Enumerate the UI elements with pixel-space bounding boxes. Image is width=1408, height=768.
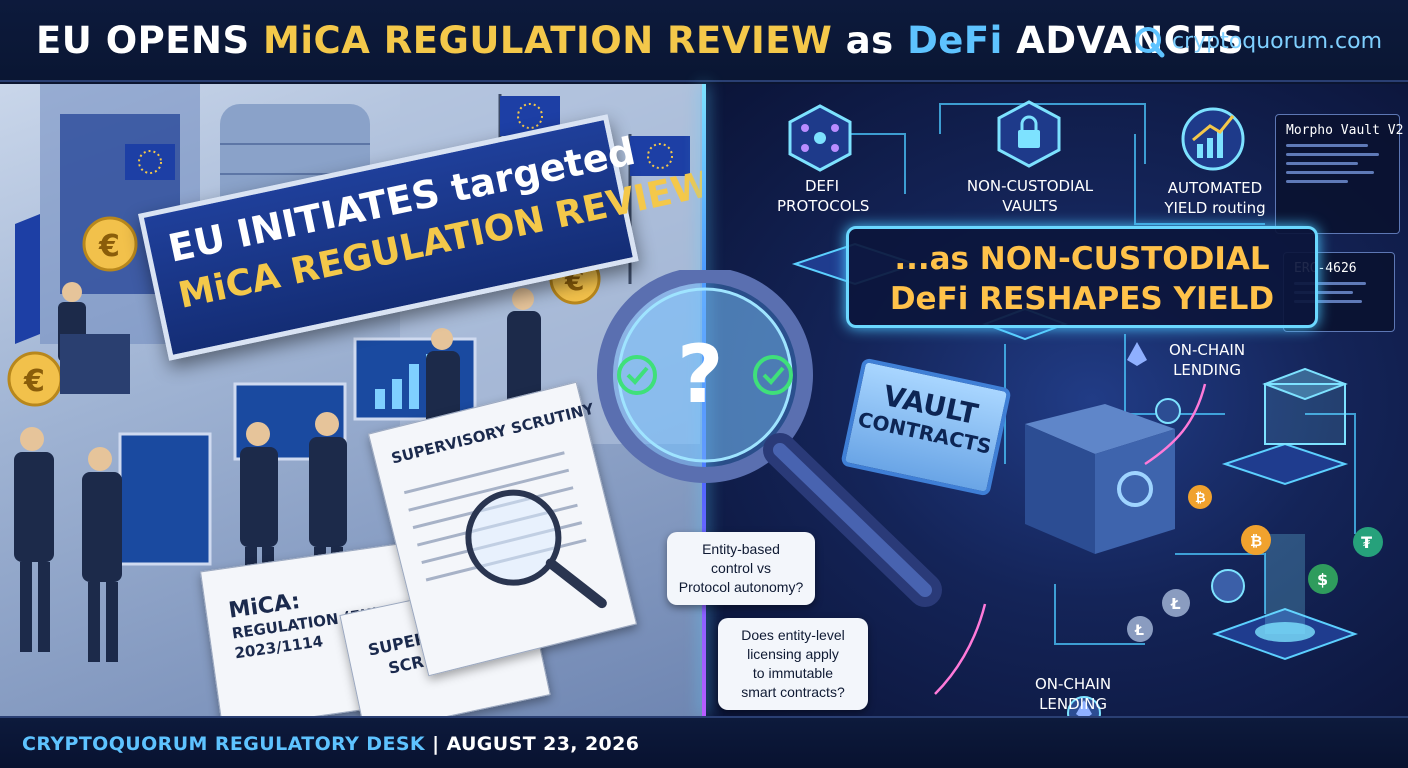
footer-bar: CRYPTOQUORUM REGULATORY DESK | AUGUST 23… bbox=[0, 716, 1408, 768]
headline-part4: DeFi bbox=[907, 19, 1003, 62]
growth-chart-icon bbox=[1181, 107, 1245, 171]
footer-separator: | bbox=[425, 733, 447, 755]
licensing-question-bubble: Does entity-level licensing apply to imm… bbox=[718, 618, 868, 710]
node2-line1: NON-CUSTODIAL bbox=[966, 177, 1094, 195]
dollar-icon: $ bbox=[1308, 564, 1338, 594]
brand[interactable]: cryptoquorum.com bbox=[1132, 24, 1382, 58]
bitcoin-icon: ₿ ₿ bbox=[1188, 485, 1271, 555]
svg-text:€: € bbox=[23, 364, 45, 399]
lending-bottom-line2: LENDING bbox=[1039, 695, 1107, 713]
node-defi-protocols[interactable]: DEFI PROTOCOLS bbox=[777, 176, 870, 216]
node3-line2: YIELD routing bbox=[1164, 199, 1266, 217]
headline-part1: EU OPENS bbox=[36, 19, 264, 62]
svg-text:?: ? bbox=[677, 328, 723, 421]
autonomy-question-bubble: Entity-based control vs Protocol autonom… bbox=[667, 532, 815, 605]
headline: EU OPENS MiCA REGULATION REVIEW as DeFi … bbox=[36, 19, 1244, 62]
svg-text:₮: ₮ bbox=[1361, 533, 1372, 552]
bubble1-line1: Entity-based bbox=[702, 541, 780, 557]
svg-text:Ł: Ł bbox=[1134, 623, 1144, 639]
safe-icon bbox=[1025, 404, 1175, 554]
bubble2-line4: smart contracts? bbox=[741, 684, 845, 700]
node1-line1: DEFI bbox=[804, 177, 840, 195]
headline-part3: as bbox=[832, 19, 908, 62]
node-automated-yield[interactable]: AUTOMATED YIELD routing bbox=[1150, 178, 1280, 218]
question-magnifier-icon: ? bbox=[597, 270, 942, 607]
tether-icon: ₮ bbox=[1353, 527, 1383, 557]
ethereum-icon bbox=[1067, 342, 1245, 716]
magnifier-icon bbox=[403, 451, 607, 609]
lending-top-line1: ON-CHAIN bbox=[1168, 341, 1246, 359]
callout-line1: ...as NON-CUSTODIAL bbox=[894, 241, 1270, 277]
left-panel: € € € EU bbox=[0, 84, 705, 716]
svg-text:₿: ₿ bbox=[1250, 532, 1262, 550]
svg-text:₿: ₿ bbox=[1195, 491, 1206, 506]
node-non-custodial-vaults[interactable]: NON-CUSTODIAL VAULTS bbox=[950, 176, 1110, 216]
footer-text: CRYPTOQUORUM REGULATORY DESK | AUGUST 23… bbox=[22, 733, 639, 755]
headline-part2: MiCA REGULATION REVIEW bbox=[263, 19, 833, 62]
headline-part5: ADVANCES bbox=[1002, 19, 1245, 62]
litecoin-icon: Ł Ł bbox=[1127, 589, 1190, 642]
q-logo-icon bbox=[1135, 27, 1165, 58]
node1-line2: PROTOCOLS bbox=[777, 197, 870, 215]
lending-bottom-line1: ON-CHAIN bbox=[1034, 675, 1112, 693]
footer-desk: CRYPTOQUORUM REGULATORY DESK bbox=[22, 733, 426, 755]
node3-line1: AUTOMATED bbox=[1167, 179, 1263, 197]
svg-text:Ł: Ł bbox=[1170, 595, 1181, 613]
header-bar: EU OPENS MiCA REGULATION REVIEW as DeFi … bbox=[0, 0, 1408, 82]
defi-callout: ...as NON-CUSTODIAL DeFi RESHAPES YIELD bbox=[846, 226, 1318, 328]
svg-text:€: € bbox=[98, 229, 120, 264]
footer-date: AUGUST 23, 2026 bbox=[446, 733, 640, 755]
panel-divider bbox=[702, 84, 706, 716]
eu-flag-icon bbox=[125, 144, 175, 180]
svg-text:$: $ bbox=[1317, 570, 1328, 589]
card1-title: Morpho Vault V2 bbox=[1286, 123, 1404, 138]
lending-top-line2: LENDING bbox=[1173, 361, 1241, 379]
lock-vault-icon bbox=[997, 100, 1061, 168]
bubble1-line3: Protocol autonomy? bbox=[678, 579, 804, 595]
callout-line2: DeFi RESHAPES YIELD bbox=[889, 281, 1275, 317]
node2-line2: VAULTS bbox=[1002, 197, 1058, 215]
network-icon bbox=[788, 104, 852, 172]
morpho-vault-card: Morpho Vault V2 bbox=[1275, 114, 1404, 234]
onchain-lending-top[interactable]: ON-CHAIN LENDING bbox=[1157, 340, 1257, 380]
supervisory-document: SUPERVISORY SCRUTINY bbox=[367, 381, 638, 677]
bubble2-line2: licensing apply bbox=[747, 646, 839, 662]
bubble1-line2: control vs bbox=[711, 560, 771, 576]
bubble2-line1: Does entity-level bbox=[741, 627, 845, 643]
brand-name: cryptoquorum.com bbox=[1172, 28, 1382, 54]
bubble2-line3: to immutable bbox=[752, 665, 834, 681]
onchain-lending-bottom[interactable]: ON-CHAIN LENDING bbox=[1023, 674, 1123, 714]
